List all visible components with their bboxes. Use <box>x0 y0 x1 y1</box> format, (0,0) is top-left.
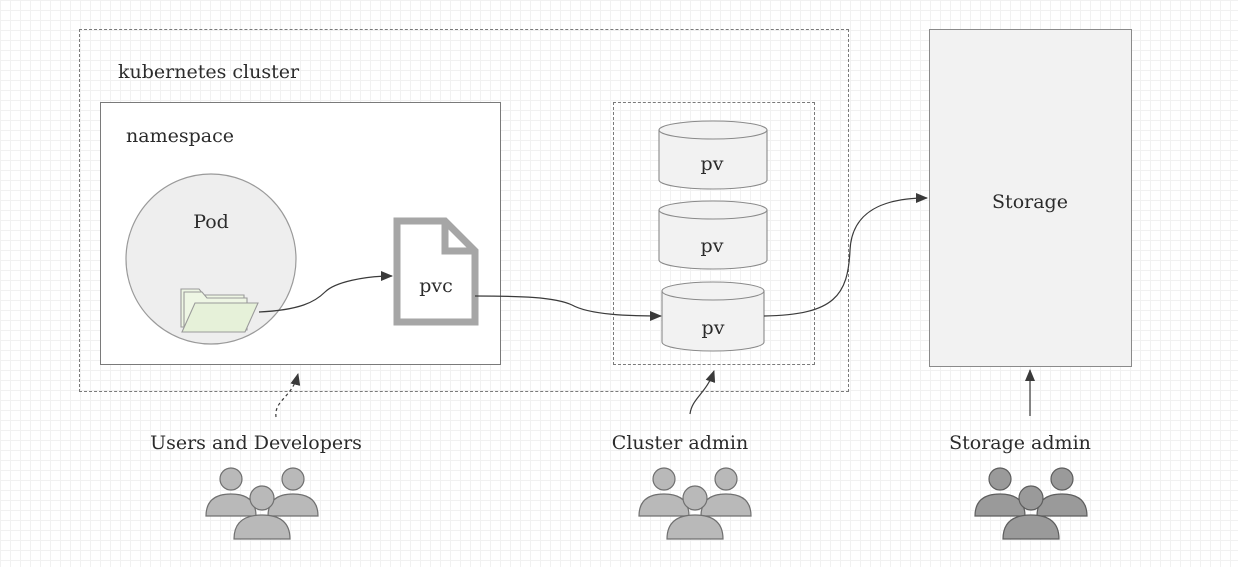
pvc-document-icon <box>393 217 479 326</box>
pv-to-storage-arrow <box>763 193 928 317</box>
cluster-admin-pointer-arrow <box>689 370 716 415</box>
folder-to-pvc-arrow <box>258 271 393 313</box>
pvc-label: pvc <box>419 275 453 297</box>
pv-pool-boundary <box>613 102 815 365</box>
storage-box <box>929 29 1132 367</box>
cluster-admin-group-icon <box>638 467 752 540</box>
pod-circle <box>125 173 297 345</box>
pvc-to-pv-arrow <box>474 295 662 321</box>
cluster-label: kubernetes cluster <box>118 61 300 83</box>
pv-label-3: pv <box>701 317 725 339</box>
users-pointer-arrow <box>275 373 301 418</box>
pod-label: Pod <box>193 211 229 233</box>
pv-cylinder-1 <box>658 120 768 190</box>
storage-admin-label: Storage admin <box>949 432 1091 454</box>
pv-cylinder-3 <box>661 281 765 352</box>
pv-label-1: pv <box>700 153 724 175</box>
cluster-admin-label: Cluster admin <box>611 432 749 454</box>
storage-label: Storage <box>992 191 1068 213</box>
folder-icon <box>180 288 259 333</box>
users-developers-group-icon <box>205 467 319 540</box>
pv-label-2: pv <box>700 235 724 257</box>
storage-admin-group-icon <box>974 467 1088 540</box>
namespace-label: namespace <box>126 125 234 147</box>
users-developers-label: Users and Developers <box>150 432 362 454</box>
pv-cylinder-2 <box>658 200 768 270</box>
kubernetes-cluster-boundary <box>79 29 849 392</box>
